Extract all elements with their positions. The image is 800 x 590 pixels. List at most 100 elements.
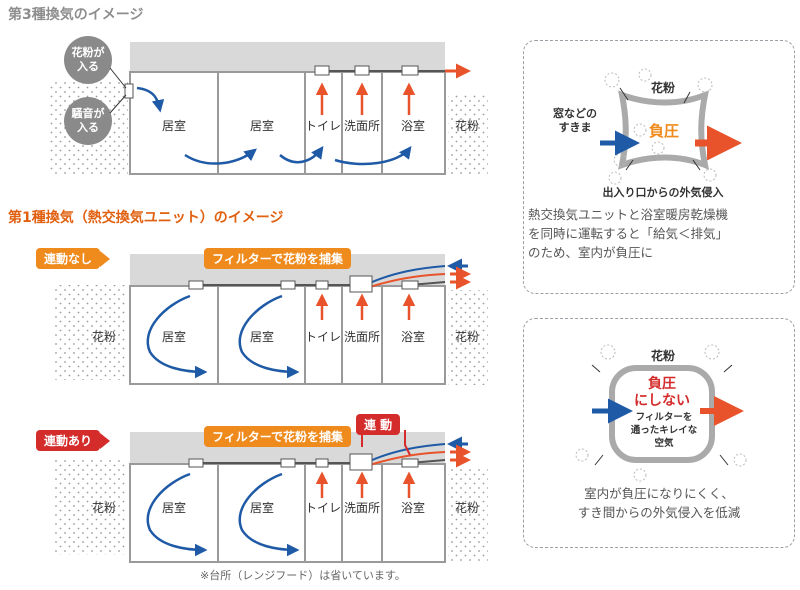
gap-label-line1: 窓などの <box>553 106 597 120</box>
washroom-label: 洗面所 <box>344 119 380 133</box>
house-body <box>129 71 446 175</box>
bath-label: 浴室 <box>401 118 425 133</box>
supply-duct <box>369 265 446 284</box>
gap-label-line2: すきま <box>559 121 592 134</box>
airflow-arrow <box>184 148 257 165</box>
pollen-label: 花粉 <box>455 329 479 344</box>
washroom-label: 洗面所 <box>344 330 380 344</box>
pollen-particle <box>633 123 647 137</box>
pollen-particle <box>651 141 665 155</box>
noise-bubble <box>64 97 112 145</box>
pollen-label: 花粉 <box>92 329 116 344</box>
pollen-label: 花粉 <box>651 348 675 363</box>
house-linked: 花粉 居室 居室 トイレ 洗面所 浴室 花粉 <box>55 430 488 563</box>
pollen-particle <box>633 468 647 482</box>
exhaust-fan <box>401 65 419 76</box>
supply-vent <box>124 83 134 99</box>
outflow-tick <box>723 364 733 373</box>
link-line <box>404 430 411 456</box>
pointer-line <box>109 94 127 114</box>
panel-negative-pressure <box>523 40 795 294</box>
section1-title: 第3種換気のイメージ <box>8 7 144 23</box>
pressure-line1: 負圧 <box>648 375 676 392</box>
filter-text-line1: フィルターを <box>636 411 693 423</box>
heat-exchange-unit <box>349 453 373 471</box>
pollen-particle <box>638 68 652 82</box>
noise-in-line1: 騒音が <box>72 106 105 120</box>
outflow-tick <box>591 364 601 373</box>
airflow-arrow <box>279 145 324 164</box>
exhaust-duct <box>369 273 446 288</box>
pollen-particle <box>697 77 713 93</box>
inflow-tick <box>619 87 629 101</box>
linked-badge: 連動あり <box>36 430 111 451</box>
bath-label: 浴室 <box>401 500 425 515</box>
room-label: 居室 <box>162 118 186 133</box>
airflow-arrow <box>146 472 208 557</box>
negative-pressure-illustration: 花粉 窓などの すきま 負圧 出入り口からの外気侵入 <box>553 68 742 199</box>
pollen-particle <box>704 344 720 360</box>
outflow-tick <box>594 454 604 466</box>
exhaust-duct <box>369 451 446 466</box>
inflow-tick <box>625 159 634 171</box>
panel-top-note: 熱交換気ユニットと浴室暖房乾燥機 を同時に運転すると「給気＜排気」 のため、室内… <box>528 207 729 260</box>
filter-label: フィルターで花粉を捕集 <box>204 248 352 269</box>
pollen-label: 花粉 <box>455 500 479 515</box>
washroom-label: 洗面所 <box>344 501 380 515</box>
balanced-pressure-illustration: 花粉 負圧 にしない フィルターを 通ったキレイな 空気 <box>575 344 747 482</box>
room-label: 居室 <box>250 500 274 515</box>
room-label: 居室 <box>162 500 186 515</box>
caption: 出入り口からの外気侵入 <box>603 185 724 199</box>
pollen-particle <box>613 153 627 167</box>
pointer-line <box>109 67 127 89</box>
unlinked-badge: 連動なし <box>36 248 111 269</box>
pollen-particle <box>600 344 616 360</box>
pollen-particle <box>604 72 620 88</box>
toilet-label: トイレ <box>305 330 341 344</box>
roof-band <box>130 42 445 72</box>
inflow-tick <box>683 91 691 104</box>
footnote: ※台所（レンジフード）は省いています。 <box>200 569 406 582</box>
airflow-arrow <box>146 294 208 379</box>
pollen-particle <box>575 448 589 462</box>
pollen-particle <box>733 453 747 467</box>
pollen-in-line1: 花粉が <box>72 45 105 59</box>
bath-fan <box>401 458 419 468</box>
pollen-in-line2: 入る <box>77 60 99 73</box>
pollen-particle <box>703 168 717 182</box>
room-label: 居室 <box>162 329 186 344</box>
filter-label: フィルターで花粉を捕集 <box>204 426 352 447</box>
airflow-arrow <box>334 146 412 166</box>
pollen-dots-right <box>448 468 488 563</box>
toilet-label: トイレ <box>305 119 341 133</box>
filter-text-line2: 通ったキレイな <box>631 425 698 436</box>
bath-label: 浴室 <box>401 329 425 344</box>
panel-bottom-note: 室内が負圧になりにくく、 すき間からの外気侵入を低減 <box>577 486 741 520</box>
house-3rd-type: 花粉が 入る 騒音が 入る 居室 居室 トイレ 洗面所 浴室 花粉 <box>48 36 488 175</box>
pollen-dots-right <box>448 290 488 385</box>
filter-text-line3: 空気 <box>654 437 674 449</box>
bath-fan <box>401 280 419 290</box>
supply-vent <box>280 280 296 290</box>
supply-vent <box>280 458 296 468</box>
airflow-arrow <box>238 472 300 557</box>
supply-vent <box>188 458 204 468</box>
inflow-tick <box>692 159 701 171</box>
link-label: 連 動 <box>356 414 401 435</box>
exhaust-fan <box>354 65 370 76</box>
noise-in-line2: 入る <box>77 121 99 134</box>
pressure-line2: にしない <box>634 393 690 409</box>
pollen-particle <box>608 171 622 185</box>
pollen-dots-right <box>448 95 488 175</box>
pollen-dots-left <box>55 285 125 380</box>
toilet-label: トイレ <box>305 501 341 515</box>
exhaust-vent <box>315 280 329 290</box>
airflow-arrow <box>136 86 165 113</box>
house-unlinked: 花粉 居室 居室 トイレ 洗面所 浴室 花粉 <box>55 254 488 385</box>
pressure-label: 負圧 <box>649 122 679 140</box>
room-label: 居室 <box>250 329 274 344</box>
pollen-label: 花粉 <box>455 118 479 133</box>
pollen-bubble <box>64 36 112 84</box>
exhaust-vent <box>315 458 329 468</box>
section2-title: 第1種換気（熱交換気ユニット）のイメージ <box>8 210 284 226</box>
